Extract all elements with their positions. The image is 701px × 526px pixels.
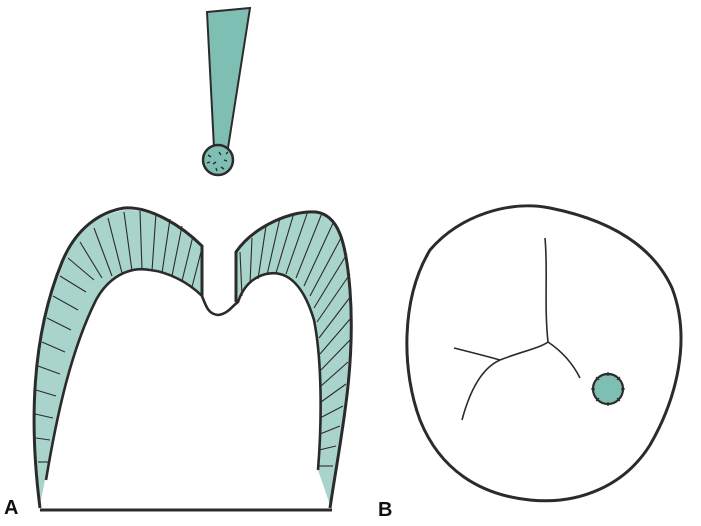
enamel-layer	[34, 210, 351, 505]
bur-preparation-icon	[591, 372, 625, 406]
occlusal-crown-outline	[407, 206, 681, 501]
occlusal-fissure-right	[548, 342, 580, 378]
panel-label-a: A	[4, 498, 18, 518]
bur-shank	[207, 8, 250, 148]
tooth-cross-section	[34, 208, 351, 510]
occlusal-outline	[407, 206, 681, 501]
dental-bur-icon	[203, 8, 250, 175]
occlusal-fissure-left	[454, 348, 500, 360]
panel-label-b: B	[378, 500, 392, 520]
central-groove	[202, 246, 236, 302]
bur-head	[203, 145, 233, 175]
occlusal-fissure-main	[462, 238, 548, 420]
